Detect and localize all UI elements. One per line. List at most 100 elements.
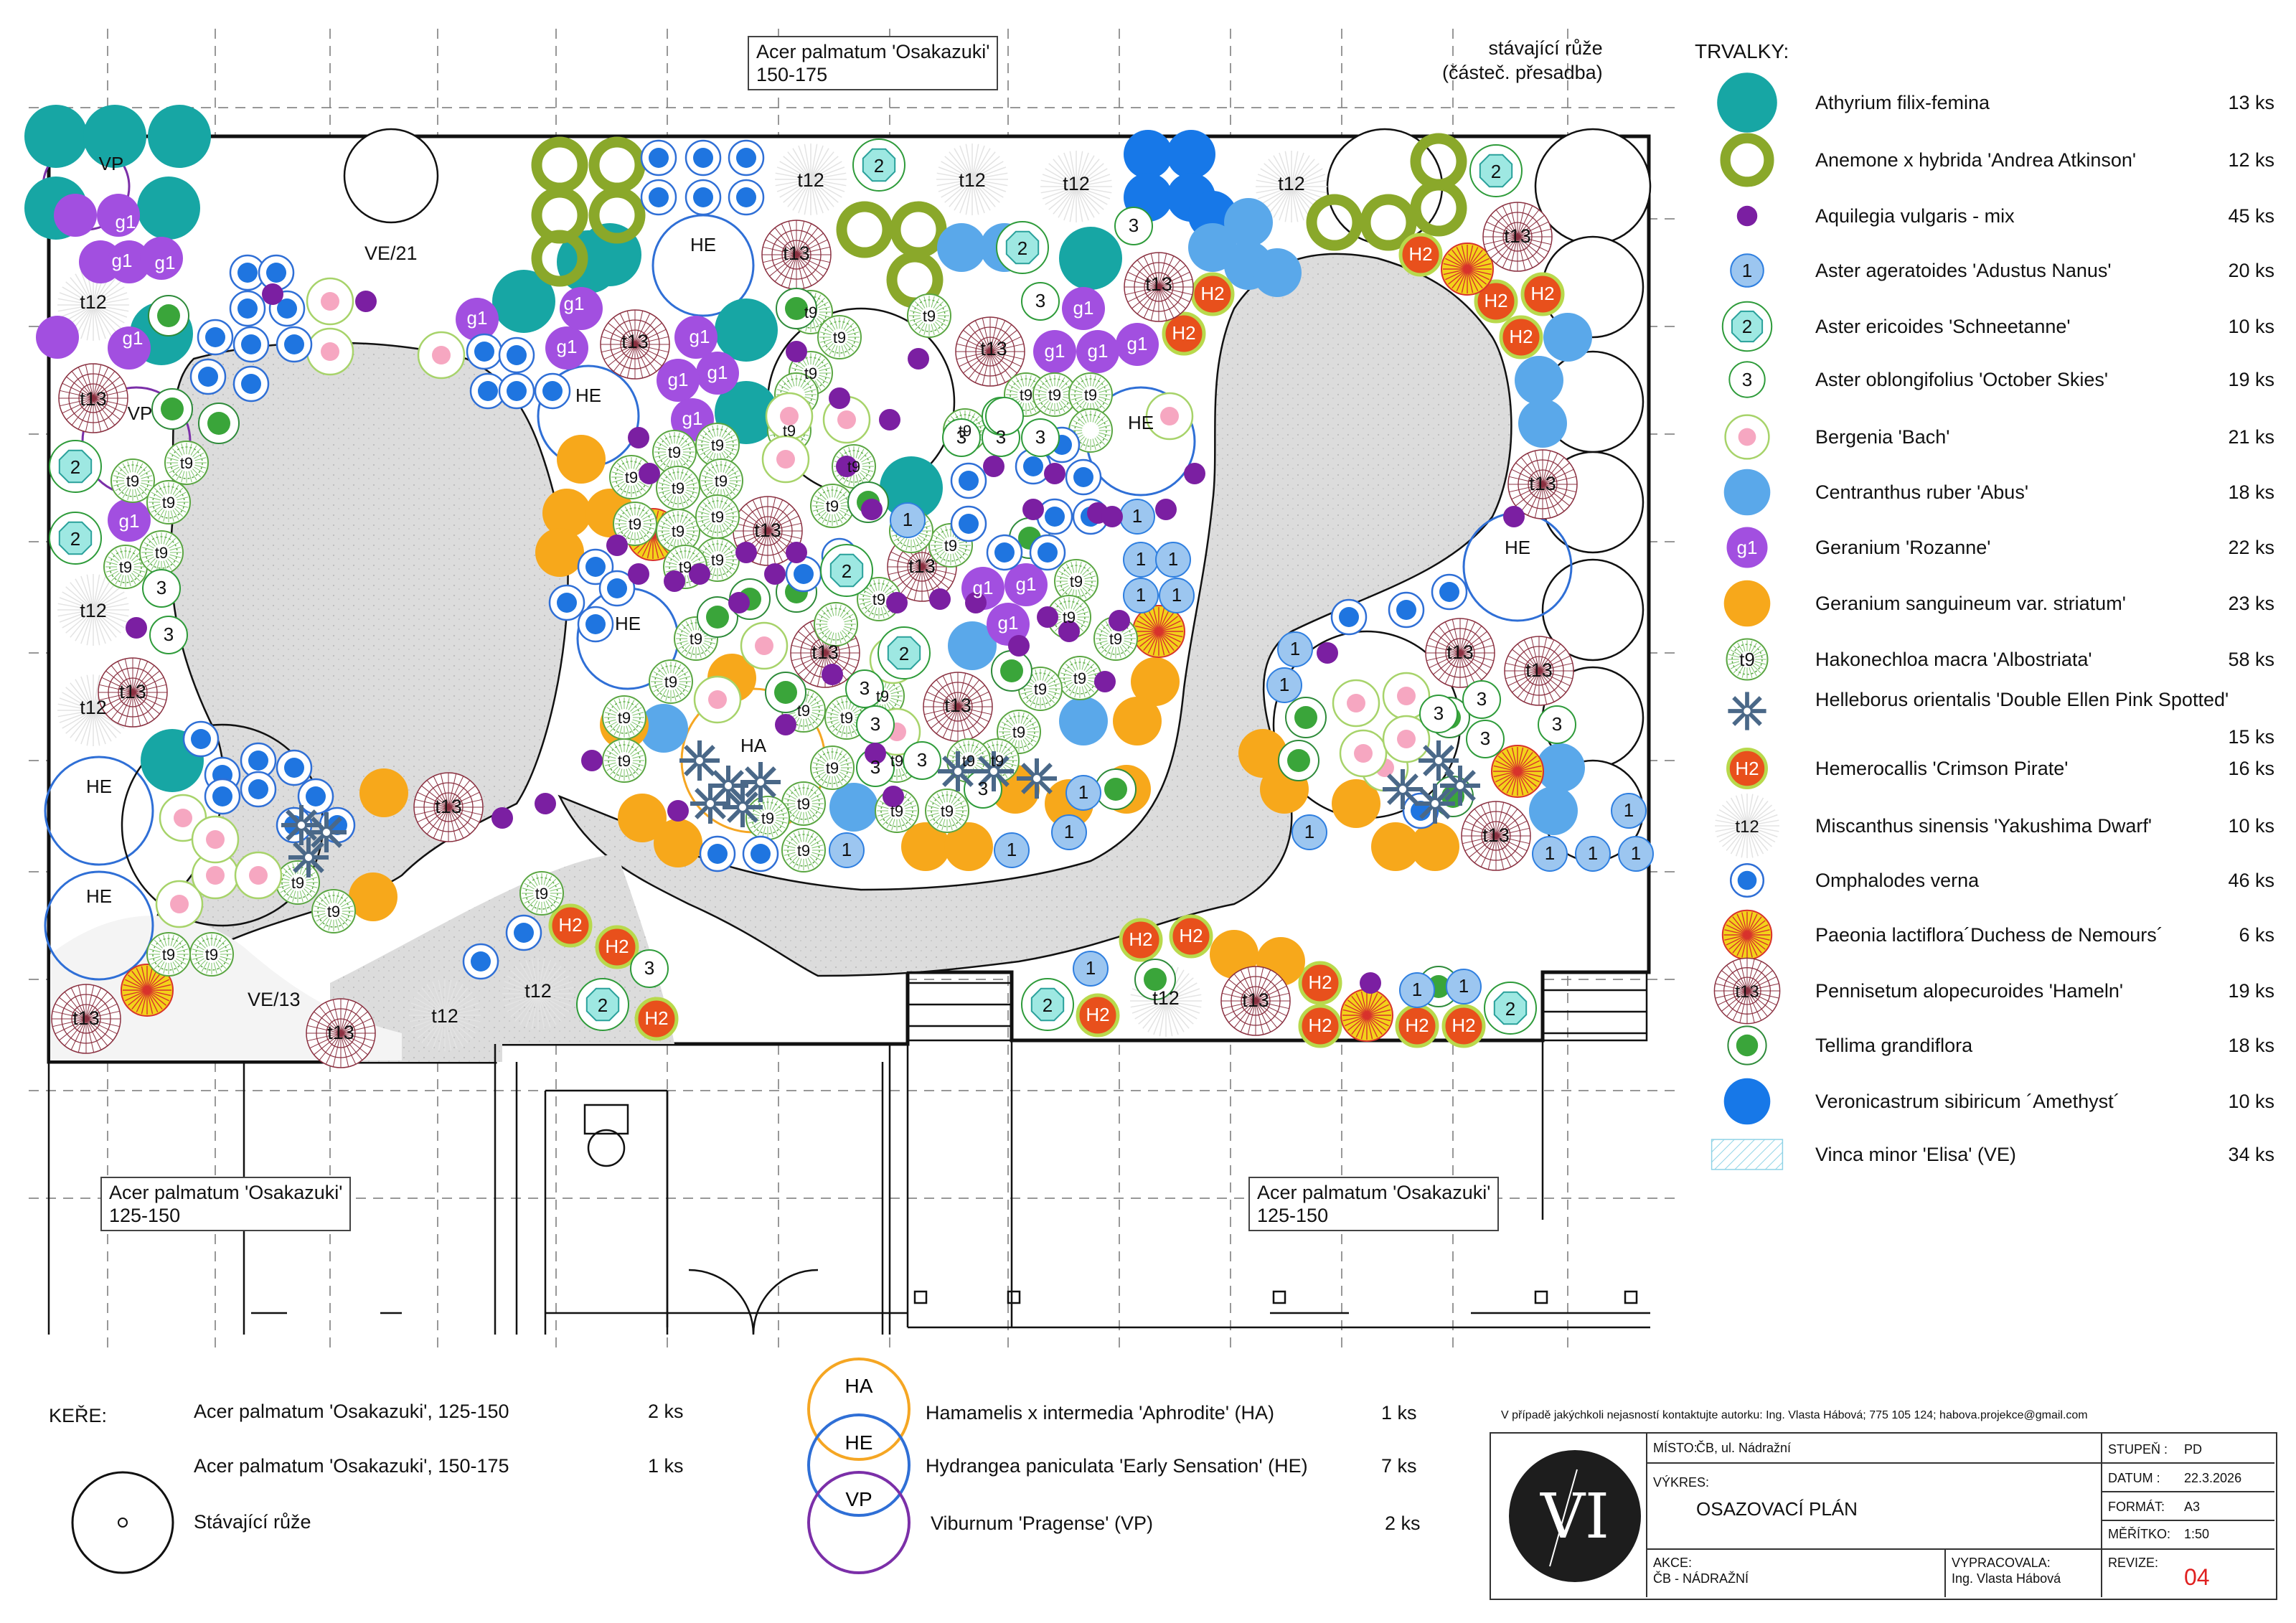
legend-name: Bergenia 'Bach' (1815, 426, 1950, 448)
plant-code-vp: VP (99, 153, 124, 174)
misto-label: MÍSTO: (1653, 1441, 1698, 1455)
plant-code-g1: g1 (1073, 297, 1094, 319)
plant-code-t9: t9 (155, 544, 168, 562)
aster2-symbol (852, 138, 905, 192)
plant-code-t13: t13 (811, 641, 839, 663)
plant-code-t9: t9 (162, 494, 175, 512)
plant-code-t9: t9 (625, 469, 638, 486)
plant-code-t9: t9 (535, 885, 548, 903)
aquilegia-symbol (908, 348, 929, 370)
bergenia-symbol (1724, 414, 1770, 460)
athyrium-symbol (148, 105, 211, 168)
plant-code-he: HE (1128, 412, 1154, 433)
shrub-1-count: 2 ks (648, 1401, 684, 1422)
centranthus-symbol (1723, 469, 1771, 516)
plant-code-h2: H2 (1308, 972, 1332, 993)
plant-code-t9: t9 (923, 307, 936, 325)
plant-code-t9: t9 (1070, 573, 1083, 591)
hemero-symbol (595, 925, 639, 969)
big-shrub-2-name: Hydrangea paniculata 'Early Sensation' (… (926, 1455, 1308, 1477)
aquilegia-symbol (886, 592, 908, 613)
plant-code-t13: t13 (72, 1007, 100, 1029)
geranium-icon: g1 (1726, 527, 1768, 568)
plant-code-n3: 3 (1129, 215, 1139, 236)
hakone-symbol (652, 430, 697, 474)
plant-code-t9: t9 (876, 687, 889, 705)
hakone-symbol (1068, 408, 1113, 453)
plant-code-t9: t9 (715, 472, 728, 490)
plant-code-n2: 2 (70, 456, 80, 478)
paeonia-symbol (121, 964, 174, 1017)
anemone-symbol (836, 201, 893, 258)
hakone-symbol (695, 423, 740, 467)
plant-code-n3: 3 (156, 577, 166, 598)
pennisetum-symbol (1507, 449, 1578, 519)
omphalodes-symbol (276, 749, 313, 786)
centranthus-symbol (1515, 356, 1563, 405)
roses-label-line1: stávající růže (1488, 37, 1603, 59)
aquilegia-symbol (775, 714, 796, 735)
centranthus-symbol (829, 783, 878, 832)
aster3-symbol (1419, 695, 1458, 733)
gsang-symbol (1131, 657, 1180, 706)
tree-label-top: Acer palmatum 'Osakazuki' 150-175 (748, 36, 999, 90)
geranium-symbol (1726, 527, 1768, 568)
legend-name: Geranium sanguineum var. striatum' (1815, 593, 2126, 614)
bergenia-symbol (1339, 729, 1388, 778)
legend-name: Paeonia lactiflora´Duchess de Nemours´ (1815, 924, 2163, 946)
legend-name: Pennisetum alopecuroides 'Hameln' (1815, 980, 2124, 1002)
plant-code-h2: H2 (1408, 243, 1432, 265)
plant-code-t13: t13 (1446, 641, 1474, 663)
plant-code-t9: t9 (797, 795, 810, 813)
plant-code-n2: 2 (1491, 161, 1501, 182)
veronicastrum-symbol (1723, 1078, 1771, 1125)
miscanthus-symbol (1715, 794, 1779, 858)
stupen-value: PD (2184, 1442, 2203, 1457)
plant-code-t12: t12 (959, 169, 986, 191)
misto-value: ČB, ul. Nádražní (1696, 1441, 1792, 1455)
bergenia-symbol (234, 851, 283, 900)
plant-code-t9: t9 (826, 759, 839, 777)
omphalodes-symbol (1388, 591, 1425, 629)
centranthus-symbol (1529, 786, 1578, 835)
legend-name: Aster ageratoides 'Adustus Nanus' (1815, 260, 2112, 281)
helleborus-symbol (974, 751, 1014, 791)
bergenia-symbol (765, 392, 814, 441)
omphalodes-symbol (276, 326, 313, 363)
akce-label: AKCE: (1653, 1556, 1693, 1570)
omphalodes-symbol (742, 835, 779, 872)
plant-code-t13: t13 (119, 681, 146, 702)
plant-code-h2: H2 (605, 936, 629, 957)
hemero-icon: H2 (1726, 748, 1768, 789)
plant-code-n3: 3 (1434, 702, 1444, 724)
legend-count: 19 ks (2228, 980, 2274, 1002)
omphalodes-icon (1729, 862, 1765, 898)
legend-count: 10 ks (2228, 1091, 2274, 1112)
vykres-label: VÝKRES: (1653, 1475, 1710, 1490)
aquilegia-symbol (535, 793, 556, 814)
aquilegia-symbol (865, 743, 886, 764)
stupen-label: STUPEŇ : (2108, 1442, 2168, 1457)
legend-count: 19 ks (2228, 369, 2274, 390)
tellima-symbol (198, 403, 240, 444)
hakone-symbol (810, 745, 855, 790)
helleborus-icon (1728, 692, 1766, 730)
helleborus-symbol (740, 762, 781, 802)
legend-code: t12 (1735, 817, 1759, 837)
plant-code-t13: t13 (783, 243, 810, 264)
helleborus-symbol (690, 784, 730, 824)
legend-name: Hemerocallis 'Crimson Pirate' (1815, 758, 2069, 779)
athyrium-symbol (880, 456, 943, 519)
omphalodes-symbol (1729, 862, 1765, 898)
aquilegia-symbol (1109, 610, 1130, 631)
plant-code-g1: g1 (564, 293, 585, 314)
aster1-icon: 1 (1730, 253, 1764, 288)
aquilegia-symbol (1037, 606, 1058, 628)
hakone-symbol (311, 889, 356, 933)
hakone-symbol (110, 458, 155, 503)
tellima-symbol (148, 295, 189, 337)
plant-code-t9: t9 (291, 874, 304, 892)
hemero-symbol (1169, 914, 1213, 959)
